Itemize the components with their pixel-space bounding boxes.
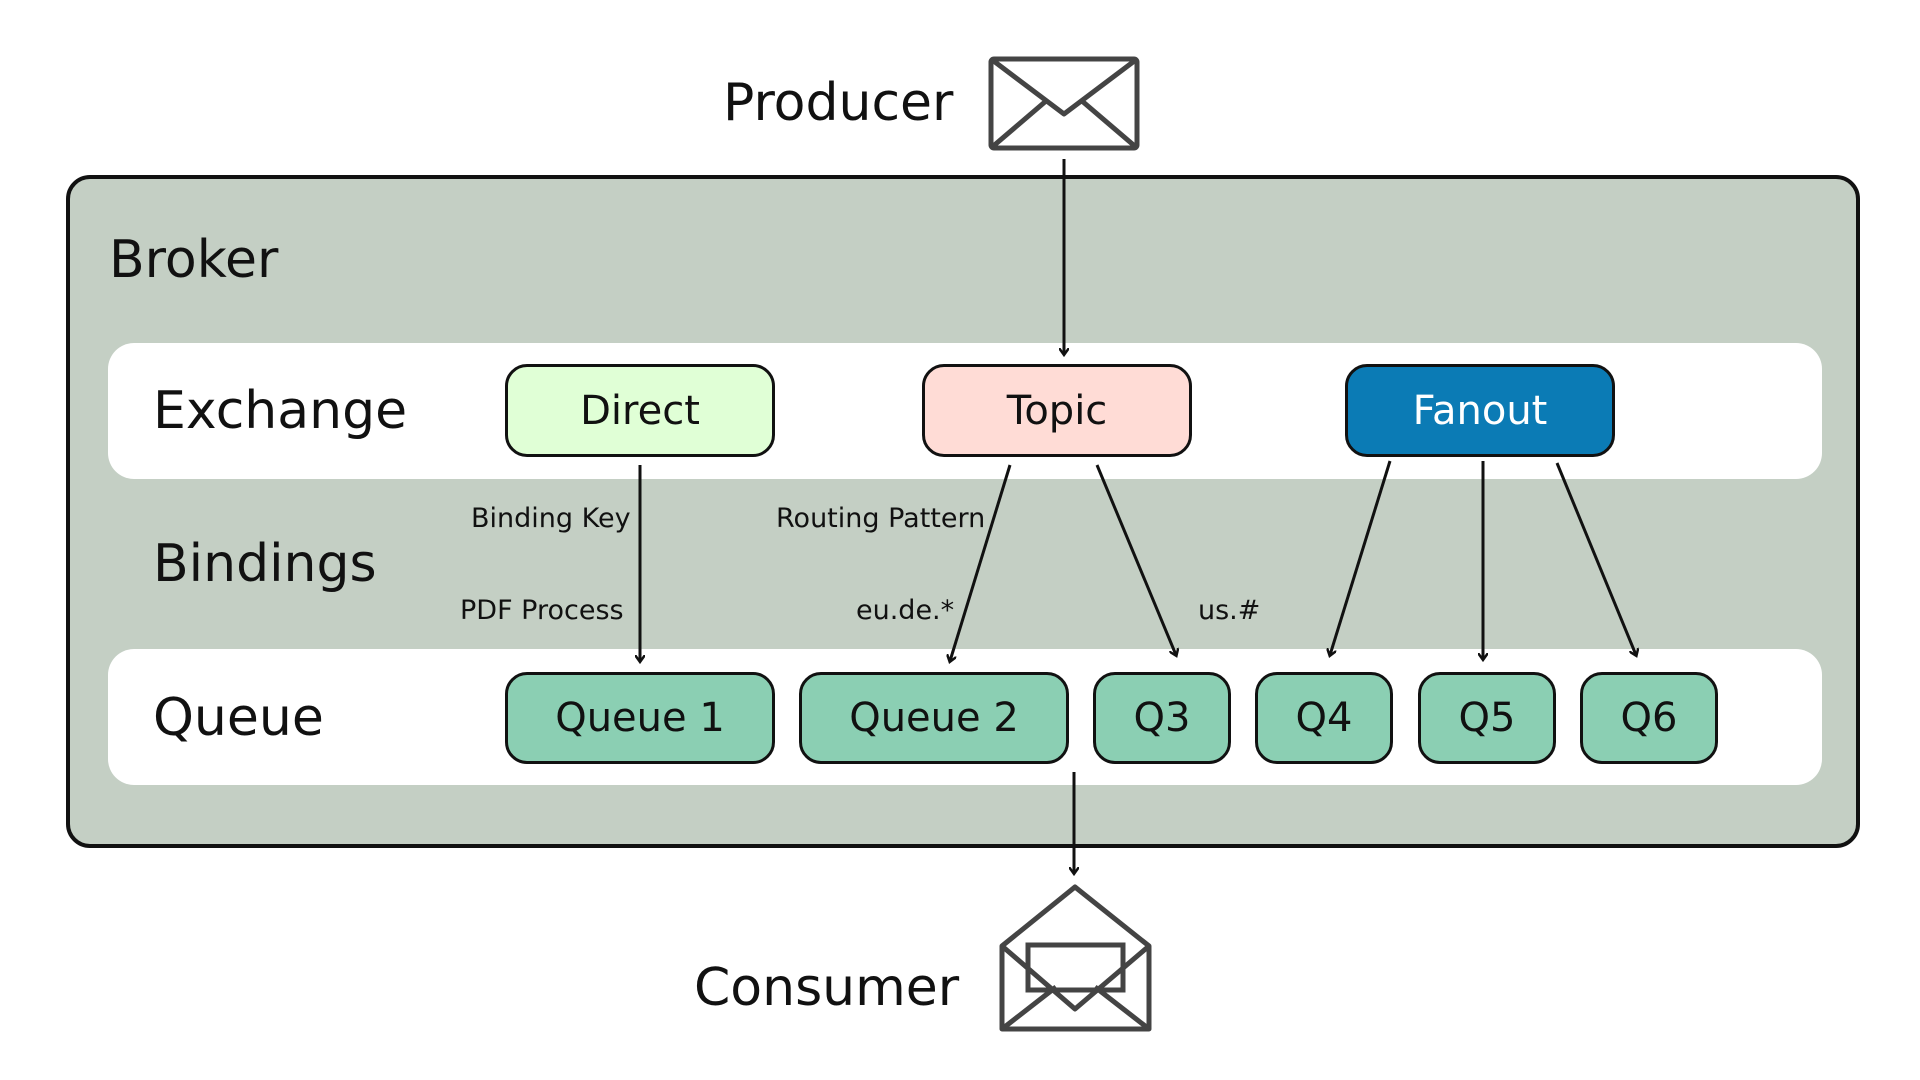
routing-pattern-header: Routing Pattern [776,503,986,534]
queue-1[interactable]: Queue 1 [505,672,775,764]
queue-q5[interactable]: Q5 [1418,672,1556,764]
queue-q3[interactable]: Q3 [1093,672,1231,764]
exchange-row-label: Exchange [153,381,408,441]
exchange-direct[interactable]: Direct [505,364,775,457]
bindings-row-label: Bindings [153,534,377,594]
queue-2[interactable]: Queue 2 [799,672,1069,764]
consumer-label: Consumer [694,958,960,1018]
routing-pattern-q3: us.# [1198,595,1261,626]
exchange-fanout[interactable]: Fanout [1345,364,1615,457]
binding-key-value: PDF Process [460,595,624,626]
queue-q4[interactable]: Q4 [1255,672,1393,764]
routing-pattern-q2: eu.de.* [856,595,955,626]
binding-key-header: Binding Key [471,503,631,534]
queue-q6[interactable]: Q6 [1580,672,1718,764]
queue-row-label: Queue [153,688,324,748]
envelope-closed-icon [988,56,1140,151]
envelope-open-icon [998,883,1153,1033]
broker-label: Broker [109,230,279,290]
producer-label: Producer [723,73,954,133]
exchange-topic[interactable]: Topic [922,364,1192,457]
